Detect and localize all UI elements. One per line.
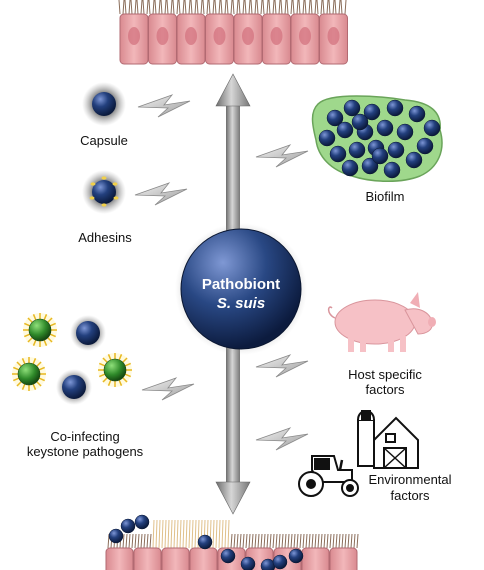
- biofilm-bacterium: [329, 145, 347, 163]
- bolt-adhesins: [134, 182, 188, 206]
- biofilm-bacterium: [326, 109, 344, 127]
- biofilm-bacterium: [405, 151, 423, 169]
- epithelial-cell: [133, 547, 162, 570]
- environmental-label-2: factors: [390, 488, 430, 503]
- capsule-label: Capsule: [80, 133, 128, 148]
- biofilm-bacterium: [336, 121, 354, 139]
- biofilm-bacterium: [348, 141, 366, 159]
- biofilm-bacterium: [361, 157, 379, 175]
- biofilm-label: Biofilm: [365, 189, 405, 204]
- adhesins-label: Adhesins: [78, 230, 132, 245]
- biofilm-bacterium: [383, 161, 401, 179]
- bolt-host: [255, 354, 309, 378]
- epithelial-cell: [301, 547, 330, 570]
- tractor-icon: [298, 455, 359, 497]
- biofilm-bacterium: [351, 113, 369, 131]
- biofilm-bacterium: [376, 119, 394, 137]
- adherent-bacterium: [272, 554, 288, 570]
- green-pathogen: [103, 358, 127, 382]
- coinfecting-pathogens: [12, 313, 132, 405]
- biofilm-bacterium: [396, 123, 414, 141]
- center-title: Pathobiont: [201, 276, 281, 293]
- environmental-label-1: Environmental: [368, 472, 452, 487]
- epithelial-cell: [105, 547, 134, 570]
- capsule-bacterium: [82, 82, 126, 126]
- pathobiont-sphere: [175, 223, 307, 355]
- biofilm-bacterium: [416, 137, 434, 155]
- host-factors-label-2: factors: [365, 382, 405, 397]
- epithelial-cell: [161, 547, 190, 570]
- adherent-bacterium: [240, 556, 256, 570]
- adherent-bacterium: [197, 534, 213, 550]
- adherent-bacterium: [288, 548, 304, 564]
- adhesins-bacterium: [82, 170, 126, 214]
- biofilm-bacterium: [318, 129, 336, 147]
- barn-icon: [357, 410, 419, 469]
- green-pathogen: [28, 318, 52, 342]
- biofilm-bacterium: [408, 105, 426, 123]
- adherent-bacterium: [108, 528, 124, 544]
- biofilm-bacterium: [363, 103, 381, 121]
- adherent-bacterium: [220, 548, 236, 564]
- coinfecting-label-1: Co-infecting: [50, 429, 120, 444]
- biofilm-bacterium: [387, 141, 405, 159]
- bolt-environmental: [255, 427, 309, 451]
- green-pathogen: [17, 362, 41, 386]
- center-species: S. suis: [216, 295, 266, 312]
- biofilm-cluster: [311, 95, 443, 183]
- biofilm-bacterium: [371, 147, 389, 165]
- biofilm-bacterium: [423, 119, 441, 137]
- biofilm-bacterium: [386, 99, 404, 117]
- adherent-bacterium: [120, 518, 136, 534]
- bolt-coinfecting: [141, 377, 195, 401]
- epithelium-bottom: [105, 514, 359, 570]
- epithelial-cell: [329, 547, 358, 570]
- epithelium-top: [118, 0, 348, 65]
- epithelial-cell: [189, 547, 218, 570]
- bolt-capsule: [137, 94, 191, 118]
- adherent-bacterium: [134, 514, 150, 530]
- coinfecting-label-2: keystone pathogens: [26, 444, 144, 459]
- bolt-biofilm: [255, 144, 309, 168]
- biofilm-bacterium: [341, 159, 359, 177]
- pig-icon: [327, 292, 436, 352]
- biofilm-bacterium: [343, 99, 361, 117]
- host-factors-label-1: Host specific: [348, 367, 422, 382]
